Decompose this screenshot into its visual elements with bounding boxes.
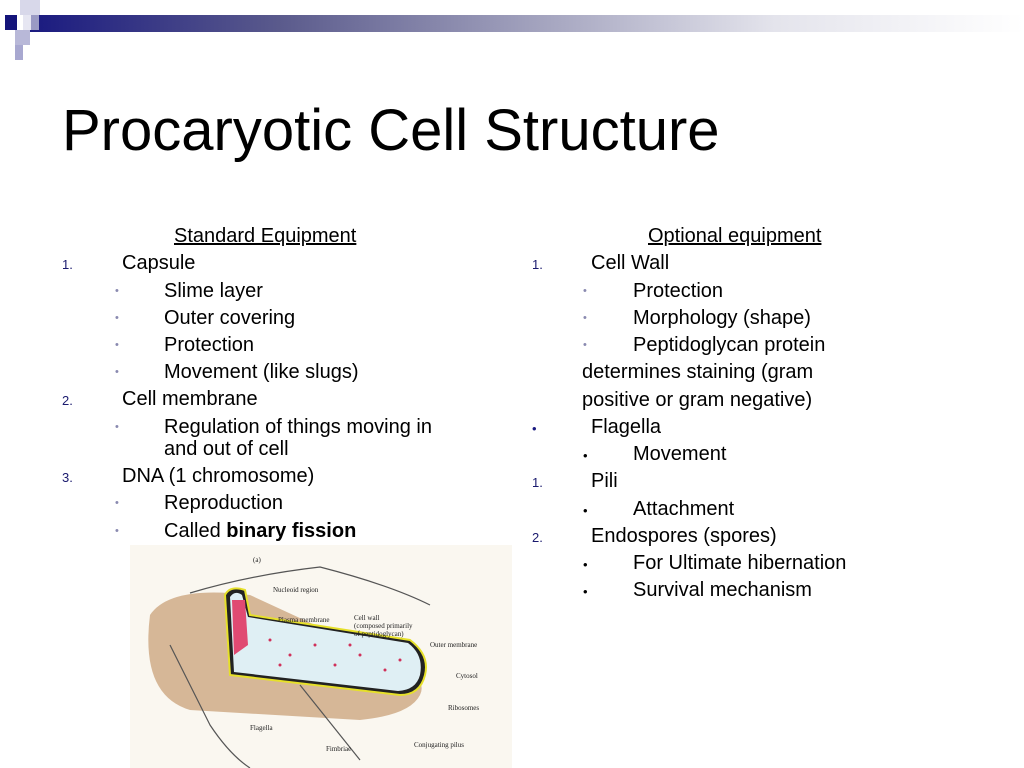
figure-label: Conjugating pilus: [414, 741, 464, 749]
slide-title: Procaryotic Cell Structure: [62, 98, 720, 163]
deco-square: [15, 45, 23, 60]
list-item-text: Attachment: [633, 498, 735, 520]
list-number: 3.: [62, 470, 73, 485]
figure-label: Fimbriae: [326, 745, 351, 753]
bullet-icon: •: [583, 557, 588, 572]
list-item-emphasis: binary fission: [226, 520, 357, 542]
list-item-text: Regulation of things moving in: [164, 416, 432, 438]
list-item-text: Protection: [164, 334, 255, 356]
bullet-icon: •: [115, 497, 119, 509]
list-item-text: determines staining (gram: [582, 361, 814, 383]
bullet-icon: •: [115, 366, 119, 378]
figure-label: Outer membrane: [430, 641, 477, 649]
list-item: For Ultimate hibernation: [633, 552, 846, 574]
list-item-text: Slime layer: [164, 280, 263, 302]
list-item: positive or gram negative): [582, 389, 812, 411]
figure-label: Ribosomes: [448, 704, 479, 712]
list-item-text: For Ultimate hibernation: [633, 552, 847, 574]
bullet-icon: •: [583, 312, 587, 324]
list-item: Pili: [591, 470, 618, 492]
bullet-icon: •: [583, 503, 588, 518]
figure-label: of peptidoglycan): [354, 630, 404, 638]
figure-label: Flagella: [250, 724, 273, 732]
list-item: determines staining (gram: [582, 361, 813, 383]
list-item: Called binary fission: [164, 520, 356, 542]
right-column-header: Optional equipment: [648, 225, 822, 247]
list-item-text: Morphology (shape): [633, 307, 811, 329]
list-item: Flagella: [591, 416, 661, 438]
list-item-text: positive or gram negative): [582, 389, 813, 411]
list-item: Endospores (spores): [591, 525, 777, 547]
list-item: Movement (like slugs): [164, 361, 359, 383]
list-item: Protection: [633, 280, 723, 302]
list-item: Peptidoglycan protein: [633, 334, 825, 356]
figure-label: Plasma membrane: [278, 616, 330, 624]
list-item-text: Peptidoglycan protein: [633, 334, 826, 356]
bullet-icon: •: [532, 421, 537, 436]
list-item: Survival mechanism: [633, 579, 812, 601]
bullet-icon: •: [115, 339, 119, 351]
list-item: Outer covering: [164, 307, 295, 329]
list-item: Movement: [633, 443, 726, 465]
list-number: 1.: [532, 475, 543, 490]
list-item: Protection: [164, 334, 254, 356]
deco-square: [31, 15, 39, 30]
bacterial-cell-diagram: (a) Nucleoid region Plasma membrane Cell…: [130, 545, 512, 768]
list-item-text: Reproduction: [164, 492, 283, 514]
gradient-band: [30, 15, 1024, 32]
list-item: Slime layer: [164, 280, 263, 302]
list-item-text: Protection: [633, 280, 724, 302]
list-item: and out of cell: [164, 438, 289, 460]
list-item-text: Movement: [633, 443, 727, 465]
deco-square: [5, 15, 17, 30]
figure-label: Cell wall: [354, 614, 380, 622]
list-item-text: and out of cell: [164, 438, 289, 460]
deco-square: [20, 0, 40, 15]
list-item-text: Survival mechanism: [633, 579, 812, 601]
list-item-text: Endospores (spores): [591, 525, 777, 547]
list-item-text: DNA (1 chromosome): [122, 465, 315, 487]
list-item-text: Movement (like slugs): [164, 361, 359, 383]
list-item: Morphology (shape): [633, 307, 811, 329]
figure-label: Cytosol: [456, 672, 478, 680]
bullet-icon: •: [115, 525, 119, 537]
bullet-icon: •: [583, 339, 587, 351]
list-item: DNA (1 chromosome): [122, 465, 314, 487]
list-item-text: Flagella: [591, 416, 662, 438]
list-number: 2.: [62, 393, 73, 408]
list-number: 2.: [532, 530, 543, 545]
list-item: Regulation of things moving in: [164, 416, 432, 438]
left-column-header: Standard Equipment: [174, 225, 357, 247]
list-item-text: Outer covering: [164, 307, 296, 329]
bullet-icon: •: [583, 285, 587, 297]
bullet-icon: •: [583, 448, 588, 463]
list-item-text: Called: [164, 520, 227, 542]
deco-square: [23, 15, 31, 30]
list-item: Attachment: [633, 498, 734, 520]
list-item: Cell membrane: [122, 388, 258, 410]
list-number: 1.: [62, 257, 73, 272]
list-item: Cell Wall: [591, 252, 669, 274]
list-item-text: Pili: [591, 470, 618, 492]
bullet-icon: •: [115, 421, 119, 433]
list-item: Reproduction: [164, 492, 283, 514]
list-item-text: Cell membrane: [122, 388, 258, 410]
figure-label: Nucleoid region: [273, 586, 319, 594]
deco-square: [15, 30, 30, 45]
list-number: 1.: [532, 257, 543, 272]
figure-label: (composed primarily: [354, 622, 413, 630]
bullet-icon: •: [583, 584, 588, 599]
list-item-text: Cell Wall: [591, 252, 670, 274]
bullet-icon: •: [115, 312, 119, 324]
list-item: Capsule: [122, 252, 195, 274]
bullet-icon: •: [115, 285, 119, 297]
list-item-text: Capsule: [122, 252, 196, 274]
figure-panel-label: (a): [253, 556, 261, 564]
